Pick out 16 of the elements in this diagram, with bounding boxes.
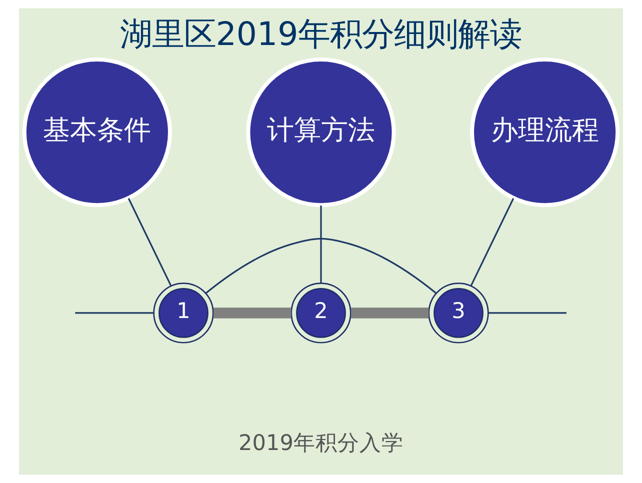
label: 2019年积分入学 bbox=[238, 431, 404, 456]
node-circle: 基本条件 bbox=[22, 57, 172, 208]
connector bbox=[488, 312, 566, 314]
node-circle: 办理流程 bbox=[470, 57, 620, 208]
connector bbox=[470, 198, 514, 286]
node-circle: 2 bbox=[290, 282, 352, 344]
connector bbox=[351, 308, 429, 318]
diagram-title: 湖里区2019年积分细则解读 bbox=[120, 14, 522, 53]
node-circle: 计算方法 bbox=[246, 57, 396, 208]
connector bbox=[205, 238, 437, 294]
connector bbox=[320, 206, 322, 284]
node-circle: 3 bbox=[428, 282, 489, 344]
node-circle: 1 bbox=[153, 282, 214, 344]
connector bbox=[128, 198, 172, 286]
connector bbox=[75, 312, 154, 314]
connector bbox=[214, 308, 292, 318]
